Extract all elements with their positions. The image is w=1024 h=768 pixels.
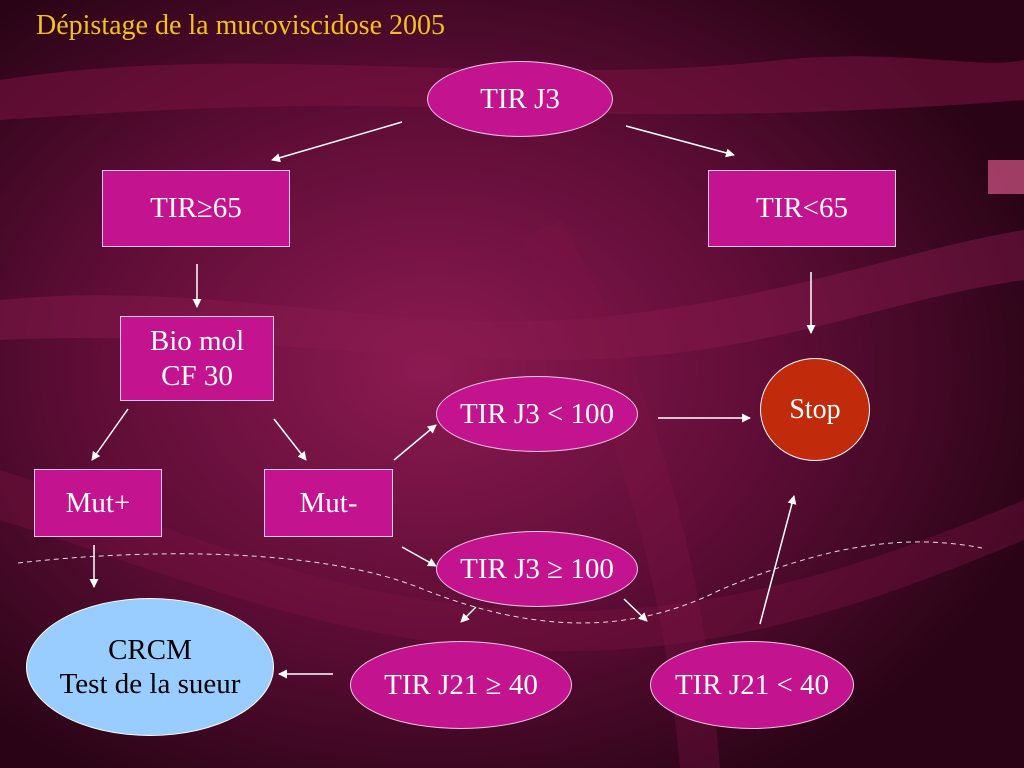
- node-tir-j21-lt40: TIR J21 < 40: [650, 641, 854, 729]
- node-mut-minus: Mut-: [264, 469, 393, 537]
- node-tir-j21-lt40-label: TIR J21 < 40: [674, 668, 830, 701]
- node-tir-j3-ge100: TIR J3 ≥ 100: [436, 531, 638, 607]
- node-tir-lt65-label: TIR<65: [755, 192, 849, 225]
- node-stop-label: Stop: [789, 393, 841, 425]
- node-crcm-line1: CRCM: [108, 633, 192, 666]
- node-crcm: CRCM Test de la sueur: [26, 598, 274, 736]
- node-tir-lt65: TIR<65: [708, 170, 896, 247]
- slide-title: Dépistage de la mucoviscidose 2005: [36, 10, 446, 41]
- node-tir-j3: TIR J3: [427, 61, 613, 137]
- node-mut-plus-label: Mut+: [65, 486, 131, 519]
- node-tir-ge65-label: TIR≥65: [150, 192, 242, 225]
- node-bio-mol-line1: Bio mol: [149, 325, 245, 358]
- node-tir-j3-ge100-label: TIR J3 ≥ 100: [460, 552, 614, 585]
- node-tir-j3-label: TIR J3: [480, 82, 560, 115]
- node-stop: Stop: [760, 358, 870, 461]
- node-tir-j3-lt100: TIR J3 < 100: [436, 376, 638, 452]
- node-bio-mol: Bio mol CF 30: [120, 316, 274, 401]
- node-tir-j21-ge40-label: TIR J21 ≥ 40: [384, 668, 538, 701]
- node-mut-minus-label: Mut-: [299, 486, 358, 519]
- node-tir-j3-lt100-label: TIR J3 < 100: [459, 397, 615, 430]
- node-mut-plus: Mut+: [34, 469, 162, 537]
- node-tir-ge65: TIR≥65: [102, 170, 290, 247]
- node-crcm-line2: Test de la sueur: [59, 668, 241, 700]
- node-bio-mol-line2: CF 30: [161, 359, 233, 392]
- node-tir-j21-ge40: TIR J21 ≥ 40: [350, 641, 572, 729]
